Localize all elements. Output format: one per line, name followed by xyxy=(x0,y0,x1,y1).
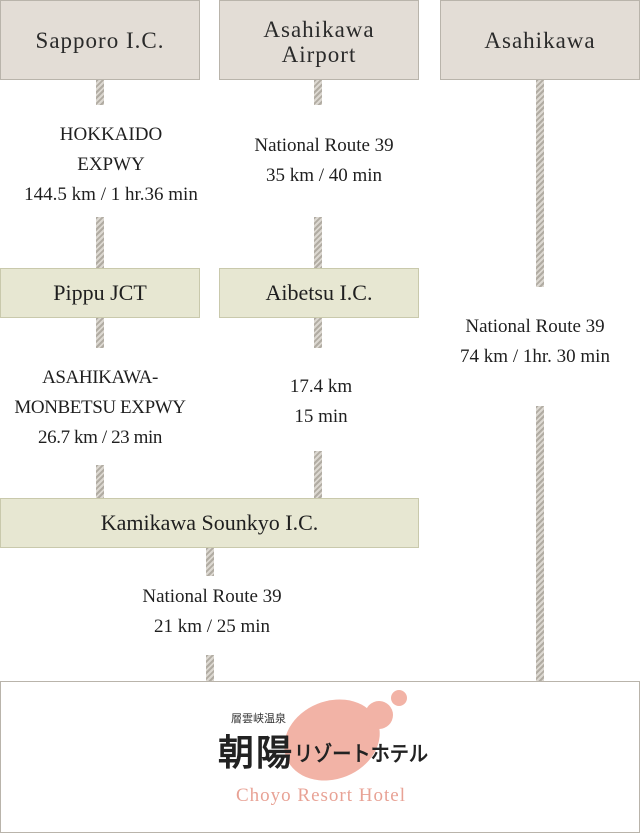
road-route-label-to-kamikawa-2 xyxy=(314,451,322,498)
road-aibetsu-to-route-label xyxy=(314,318,322,348)
route-airport-to-aibetsu: National Route 39 35 km / 40 min xyxy=(219,131,429,191)
junction-aibetsu-label: Aibetsu I.C. xyxy=(265,280,373,305)
route-aibetsu-to-kamikawa: 17.4 km 15 min xyxy=(219,372,423,432)
route-distance-time: 35 km / 40 min xyxy=(265,165,383,186)
route-asahikawa-to-hotel: National Route 39 74 km / 1hr. 30 min xyxy=(430,312,640,372)
logo-blob-medium xyxy=(365,701,393,729)
route-label-line: National Route 39 xyxy=(465,316,605,337)
route-label-line: EXPWY xyxy=(77,154,145,175)
route-label-line: National Route 39 xyxy=(142,586,282,607)
road-kamikawa-to-route-label xyxy=(206,548,214,576)
route-kamikawa-to-hotel: National Route 39 21 km / 25 min xyxy=(100,582,324,642)
junction-kamikawa-label: Kamikawa Sounkyo I.C. xyxy=(100,510,319,535)
origin-asahikawa-airport: Asahikawa Airport xyxy=(219,0,419,80)
destination-hotel: 層雲峡温泉 朝 陽 リゾートホテル Choyo Resort Hotel xyxy=(0,681,640,833)
hotel-logo: 層雲峡温泉 朝 陽 リゾートホテル xyxy=(218,690,428,781)
route-distance: 17.4 km xyxy=(289,376,353,397)
origin-sapporo-ic: Sapporo I.C. xyxy=(0,0,200,80)
junction-pippu-label: Pippu JCT xyxy=(53,280,147,305)
road-route-label-to-aibetsu xyxy=(314,217,322,268)
route-sapporo-to-pippu: HOKKAIDO EXPWY 144.5 km / 1 hr.36 min xyxy=(0,120,222,210)
origin-airport-label-line2: Airport xyxy=(281,42,357,67)
logo-kanji-1: 朝 xyxy=(218,732,254,774)
junction-pippu-jct: Pippu JCT xyxy=(0,268,200,318)
origin-asahikawa: Asahikawa xyxy=(440,0,640,80)
logo-onsen-text: 層雲峡温泉 xyxy=(231,711,286,725)
route-label-line: HOKKAIDO xyxy=(59,124,163,145)
route-label-line: MONBETSU EXPWY xyxy=(14,397,186,418)
junction-aibetsu-ic: Aibetsu I.C. xyxy=(219,268,419,318)
road-route-label-to-kamikawa xyxy=(96,465,104,498)
road-route-label-to-hotel xyxy=(536,406,544,681)
road-airport-to-route-label xyxy=(314,80,322,105)
road-sapporo-to-route-label xyxy=(96,80,104,105)
road-pippu-to-route-label xyxy=(96,318,104,348)
logo-blobs xyxy=(284,690,407,781)
road-route-label-to-pippu xyxy=(96,217,104,268)
logo-blob-large xyxy=(284,699,380,781)
origin-airport-label-line1: Asahikawa xyxy=(263,17,375,42)
route-distance-time: 74 km / 1hr. 30 min xyxy=(460,346,610,367)
route-label-line: ASAHIKAWA- xyxy=(42,367,158,388)
logo-blob-small xyxy=(391,690,407,706)
origin-asahikawa-label: Asahikawa xyxy=(484,27,596,53)
route-time: 15 min xyxy=(294,406,348,427)
route-distance-time: 144.5 km / 1 hr.36 min xyxy=(24,184,198,205)
road-route-label-to-hotel-2 xyxy=(206,655,214,681)
route-distance-time: 21 km / 25 min xyxy=(153,616,271,637)
origin-sapporo-label: Sapporo I.C. xyxy=(35,27,165,53)
route-pippu-to-kamikawa: ASAHIKAWA- MONBETSU EXPWY 26.7 km / 23 m… xyxy=(0,363,200,453)
hotel-name-en: Choyo Resort Hotel xyxy=(236,785,406,806)
road-asahikawa-to-route-label xyxy=(536,80,544,287)
logo-kanji-2: 陽 xyxy=(256,732,292,774)
route-distance-time: 26.7 km / 23 min xyxy=(38,427,162,448)
route-label-line: National Route 39 xyxy=(254,135,394,156)
logo-kana: リゾートホテル xyxy=(294,742,428,766)
junction-kamikawa-sounkyo-ic: Kamikawa Sounkyo I.C. xyxy=(0,498,419,548)
